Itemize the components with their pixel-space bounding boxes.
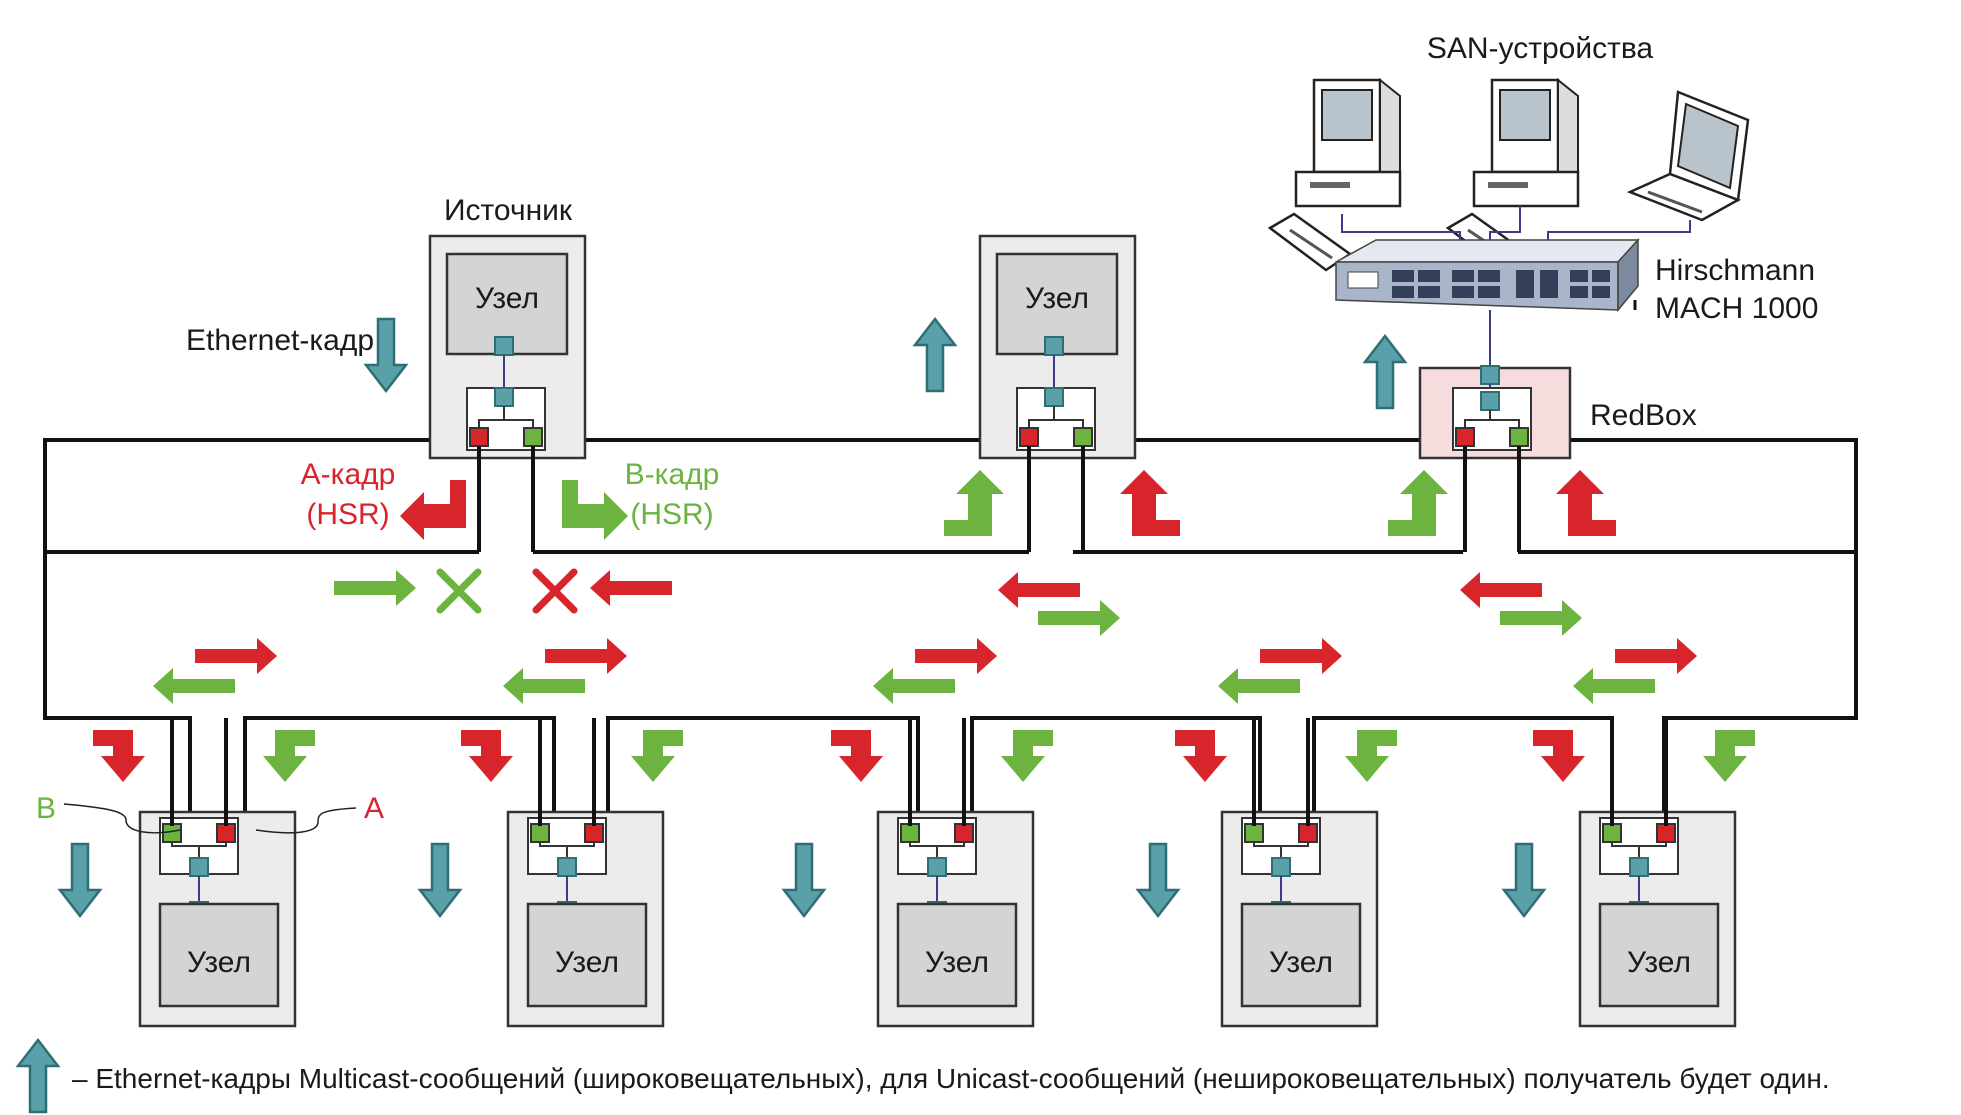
green-left-arrow-icon	[153, 668, 235, 704]
switch-model-label: MACH 1000	[1655, 292, 1818, 325]
red-cross-icon	[532, 568, 578, 614]
red-left-arrow-icon	[998, 572, 1080, 608]
green-bent-arrow-icon	[562, 480, 628, 540]
green-right-arrow-icon	[1038, 600, 1120, 636]
red-right-arrow-icon	[545, 638, 627, 674]
port-a-icon	[1656, 823, 1676, 843]
red-bent-up-arrow-icon	[1556, 470, 1616, 536]
red-bent-down-arrow-icon	[93, 730, 145, 782]
legend-teal-up-arrow-icon	[16, 1038, 60, 1114]
port-callout-lines	[63, 803, 357, 834]
port-a-icon	[954, 823, 974, 843]
node-label: Узел	[555, 946, 619, 979]
green-bent-up-arrow-icon	[944, 470, 1004, 536]
teal-up-arrow-icon	[913, 317, 957, 393]
node-label: Узел	[1269, 946, 1333, 979]
a-frame-label: A-кадр	[301, 458, 396, 491]
top-node: Узел	[978, 234, 1137, 552]
green-right-arrow-icon	[334, 570, 416, 606]
green-bent-down-arrow-icon	[631, 730, 683, 782]
b-frame-label: B-кадр	[625, 458, 720, 491]
red-left-arrow-icon	[1460, 572, 1542, 608]
port-b-icon	[162, 823, 182, 843]
ethernet-frame-label: Ethernet-кадр	[186, 324, 374, 357]
port-b-label: B	[36, 792, 56, 825]
teal-down-arrow-icon	[1502, 842, 1546, 918]
red-right-arrow-icon	[1260, 638, 1342, 674]
green-bent-up-arrow-icon	[1388, 470, 1448, 536]
green-bent-down-arrow-icon	[1345, 730, 1397, 782]
red-right-arrow-icon	[915, 638, 997, 674]
port-a-icon	[1298, 823, 1318, 843]
desktop-computer-icon	[1445, 77, 1580, 272]
node-label: Узел	[475, 282, 539, 315]
port-a-icon	[584, 823, 604, 843]
bottom-nodes: Узел Узел Узел Узел Узел	[58, 638, 1755, 1028]
green-bent-down-arrow-icon	[1001, 730, 1053, 782]
green-left-arrow-icon	[1573, 668, 1655, 704]
ring-top	[43, 550, 1858, 718]
port-b-icon	[1602, 823, 1622, 843]
red-left-arrow-icon	[590, 570, 672, 606]
a-frame-hsr-label: (HSR)	[306, 498, 389, 531]
source-label: Источник	[444, 194, 573, 227]
red-bent-down-arrow-icon	[831, 730, 883, 782]
laptop-icon	[1626, 90, 1750, 222]
bottom-node: Узел	[418, 718, 683, 1028]
desktop-computer-icon	[1267, 77, 1402, 272]
teal-down-arrow-icon	[1136, 842, 1180, 918]
bottom-node: Узел	[1136, 718, 1397, 1028]
teal-down-arrow-icon	[58, 842, 102, 918]
green-bent-down-arrow-icon	[1703, 730, 1755, 782]
redbox-label: RedBox	[1590, 399, 1697, 432]
green-cross-icon	[436, 568, 482, 614]
green-right-arrow-icon	[1500, 600, 1582, 636]
green-left-arrow-icon	[503, 668, 585, 704]
hirschmann-switch-icon	[1335, 238, 1640, 313]
teal-down-arrow-icon	[782, 842, 826, 918]
bottom-node: Узел	[782, 718, 1053, 1028]
port-b-icon	[1244, 823, 1264, 843]
port-a-label: A	[364, 792, 384, 825]
node-label: Узел	[1025, 282, 1089, 315]
teal-up-arrow-icon	[1363, 334, 1407, 410]
san-devices-label: SAN-устройства	[1427, 32, 1654, 65]
node-label: Узел	[925, 946, 989, 979]
red-bent-down-arrow-icon	[461, 730, 513, 782]
san-connections	[1341, 206, 1691, 240]
node-label: Узел	[187, 946, 251, 979]
legend-text: – Ethernet-кадры Multicast-сообщений (ши…	[72, 1063, 1830, 1094]
green-bent-down-arrow-icon	[263, 730, 315, 782]
node-label: Узел	[1627, 946, 1691, 979]
red-right-arrow-icon	[1615, 638, 1697, 674]
teal-down-arrow-icon	[418, 842, 462, 918]
port-b-icon	[530, 823, 550, 843]
redbox-node	[1418, 365, 1572, 552]
source-node: Источник Узел	[428, 194, 587, 552]
red-bent-arrow-icon	[400, 480, 466, 540]
b-frame-hsr-label: (HSR)	[630, 498, 713, 531]
bottom-node: Узел	[1502, 718, 1755, 1028]
red-right-arrow-icon	[195, 638, 277, 674]
switch-brand-label: Hirschmann	[1655, 254, 1815, 287]
red-bent-up-arrow-icon	[1120, 470, 1180, 536]
green-left-arrow-icon	[873, 668, 955, 704]
red-bent-down-arrow-icon	[1533, 730, 1585, 782]
bottom-node: Узел	[58, 718, 315, 1028]
port-b-icon	[900, 823, 920, 843]
red-bent-down-arrow-icon	[1175, 730, 1227, 782]
green-left-arrow-icon	[1218, 668, 1300, 704]
port-a-icon	[216, 823, 236, 843]
